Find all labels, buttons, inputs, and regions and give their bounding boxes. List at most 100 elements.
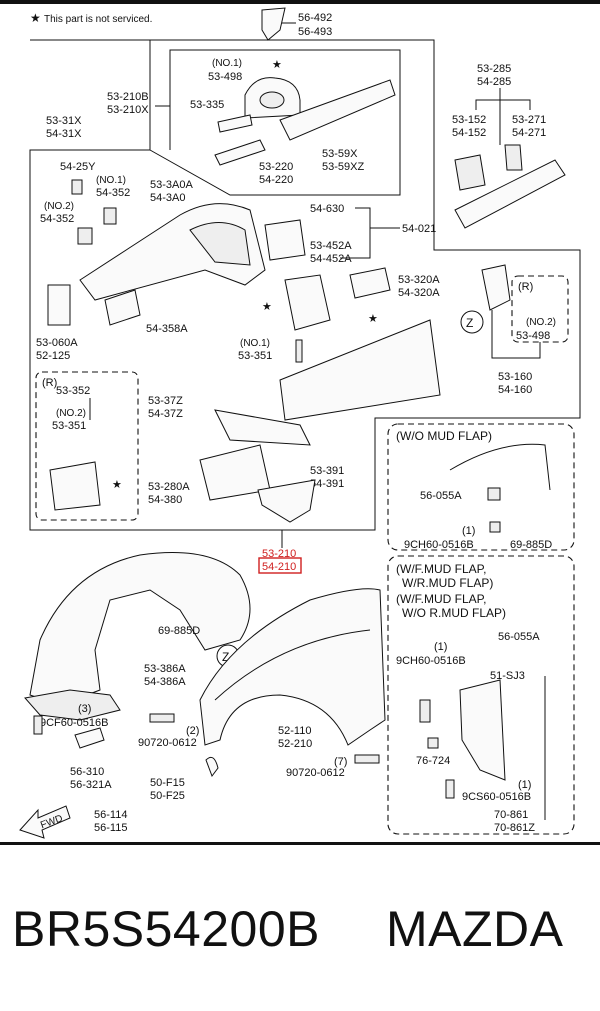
label-52-210: 52-210 xyxy=(278,738,312,750)
strut-hole xyxy=(259,91,285,109)
top-rule xyxy=(0,0,600,4)
label-69-885d: 69-885D xyxy=(158,625,200,637)
fwd-arrow-icon xyxy=(19,805,71,839)
front-rail-part xyxy=(454,159,566,229)
label-54-452a: 54-452A xyxy=(310,253,352,265)
star-marker: ★ xyxy=(368,313,378,325)
label-53-351: 53-351 xyxy=(238,350,272,362)
label-53-220: 53-220 xyxy=(259,161,293,173)
wo-mud-flap-box xyxy=(387,423,575,551)
view-z-marker xyxy=(460,310,484,334)
strut-mount-part xyxy=(261,7,286,41)
label-54-37z: 54-37Z xyxy=(148,408,183,420)
label-54-210: 54-210 xyxy=(262,561,296,573)
bracket-part xyxy=(49,461,101,511)
label-wf-mud-flap-1: (W/F.MUD FLAP, xyxy=(396,562,486,576)
label-no2: (NO.2) xyxy=(526,317,556,328)
label-54-352: 54-352 xyxy=(96,187,130,199)
label-53-31x: 53-31X xyxy=(46,115,82,127)
label-54-358a: 54-358A xyxy=(146,323,188,335)
label-53-160: 53-160 xyxy=(498,371,532,383)
label-56-321a: 56-321A xyxy=(70,779,112,791)
splash-shield-part xyxy=(24,689,121,721)
label-53-335: 53-335 xyxy=(190,99,224,111)
label-56-115: 56-115 xyxy=(94,822,127,834)
label-53-391: 53-391 xyxy=(310,465,344,477)
label-54-391: 54-391 xyxy=(310,478,344,490)
label-54-380: 54-380 xyxy=(148,494,182,506)
leader-line xyxy=(475,88,501,110)
label-54-31x: 54-31X xyxy=(46,128,82,140)
bracket-part xyxy=(284,274,331,331)
label-54-386a: 54-386A xyxy=(144,676,186,688)
label-53-210x: 53-210X xyxy=(107,104,149,116)
wf-mud-flap-box xyxy=(387,555,575,835)
front-fender-part xyxy=(199,588,386,746)
detail-r-box xyxy=(35,371,139,521)
bracket-part xyxy=(481,264,511,311)
label-9ch60: 9CH60-0516B xyxy=(404,539,474,551)
label-wf-mud-flap-4: W/O R.MUD FLAP) xyxy=(402,606,506,620)
label-54-352: 54-352 xyxy=(40,213,74,225)
label-90720: 90720-0612 xyxy=(286,767,345,779)
label-no1: (NO.1) xyxy=(212,58,242,69)
bolt-part xyxy=(419,699,431,723)
label-50-f15: 50-F15 xyxy=(150,777,185,789)
fender-crease xyxy=(214,629,371,701)
label-wo-mud-flap: (W/O MUD FLAP) xyxy=(396,429,492,443)
label-53-498: 53-498 xyxy=(516,330,550,342)
label-2: (2) xyxy=(186,725,199,737)
star-marker: ★ xyxy=(112,479,122,491)
label-1: (1) xyxy=(462,525,475,537)
label-53-498: 53-498 xyxy=(208,71,242,83)
label-90720: 90720-0612 xyxy=(138,737,197,749)
label-no1: (NO.1) xyxy=(240,338,270,349)
label-53-351: 53-351 xyxy=(52,420,86,432)
label-no1: (NO.1) xyxy=(96,175,126,186)
label-56-492: 56-492 xyxy=(298,12,332,24)
bracket-part xyxy=(47,284,71,326)
main-assembly-outline xyxy=(29,39,581,531)
inner-fender-liner-part xyxy=(29,552,251,706)
upper-subassembly-outline xyxy=(149,49,401,196)
star-marker: ★ xyxy=(262,301,272,313)
bracket-part xyxy=(504,144,523,171)
label-9cf60: 9CF60-0516B xyxy=(40,717,109,729)
label-70-861: 70-861 xyxy=(494,809,528,821)
label-52-125: 52-125 xyxy=(36,350,70,362)
bracket-part-2 xyxy=(217,114,253,133)
leader-line xyxy=(340,207,371,259)
parts-diagram: ★ This part is not serviced. 56-492 56-4… xyxy=(0,0,600,845)
label-53-210: 53-210 xyxy=(262,548,296,560)
label-r: (R) xyxy=(42,377,57,389)
bracket-part xyxy=(103,207,117,225)
label-76-724: 76-724 xyxy=(416,755,450,767)
part-number: BR5S54200B xyxy=(12,901,321,957)
fender-edge xyxy=(449,443,551,491)
label-53-285: 53-285 xyxy=(477,63,511,75)
label-9cs60: 9CS60-0516B xyxy=(462,791,531,803)
label-54-160: 54-160 xyxy=(498,384,532,396)
label-51-sj3: 51-SJ3 xyxy=(490,670,525,682)
bracket-part xyxy=(74,727,105,749)
highlight-box xyxy=(258,557,302,574)
label-53-452a: 53-452A xyxy=(310,240,352,252)
label-53-59xz: 53-59XZ xyxy=(322,161,364,173)
bracket-part xyxy=(454,154,486,191)
label-54-25y: 54-25Y xyxy=(60,161,96,173)
apron-part xyxy=(279,319,441,421)
label-53-37z: 53-37Z xyxy=(148,395,183,407)
label-no2: (NO.2) xyxy=(56,408,86,419)
label-1: (1) xyxy=(518,779,531,791)
label-53-352: 53-352 xyxy=(56,385,90,397)
clip-part xyxy=(487,487,501,501)
label-50-f25: 50-F25 xyxy=(150,790,185,802)
label-53-271: 53-271 xyxy=(512,114,546,126)
label-54-630: 54-630 xyxy=(310,203,344,215)
bolt-part xyxy=(354,754,380,764)
label-54-220: 54-220 xyxy=(259,174,293,186)
label-56-310: 56-310 xyxy=(70,766,104,778)
label-53-280a: 53-280A xyxy=(148,481,190,493)
label-53-320a: 53-320A xyxy=(398,274,440,286)
bracket-part xyxy=(77,227,93,245)
